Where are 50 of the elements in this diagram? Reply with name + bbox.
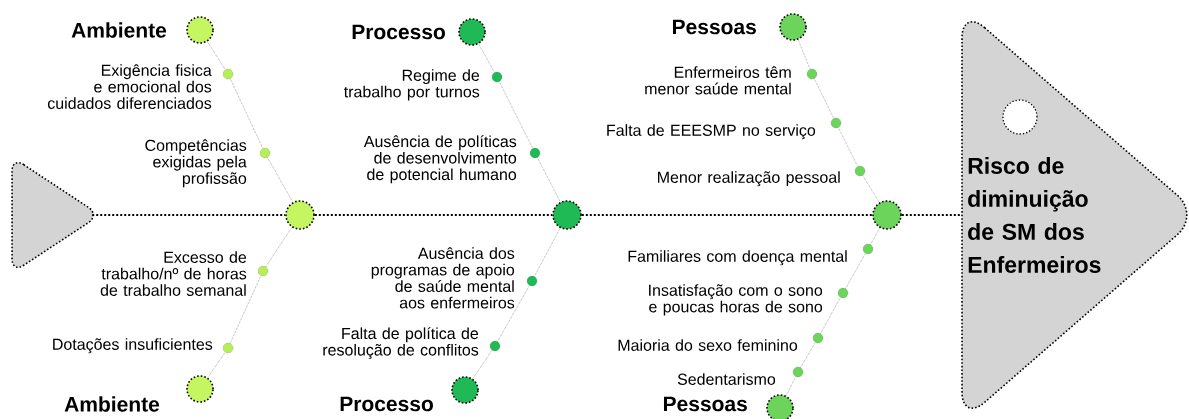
fishbone-line xyxy=(229,275,262,344)
cause-label: Enfermeiros têm menor saúde mental xyxy=(645,66,791,95)
fishbone-line xyxy=(265,227,293,267)
fishbone-line xyxy=(838,127,858,167)
fishbone-line xyxy=(207,352,226,378)
cause-label: Maioria do sexo feminino xyxy=(618,339,798,351)
fishbone-line xyxy=(497,285,530,342)
fishbone-line xyxy=(814,78,834,119)
cause-label: Excesso de trabalho/nº de horas de trabalho semanal xyxy=(100,251,247,296)
fishbone-line xyxy=(845,253,866,289)
junction-circle xyxy=(552,200,582,230)
category-heading: Pessoas xyxy=(664,396,747,412)
cause-label: Competências exigidas pela profissão xyxy=(145,139,247,188)
cause-label: Sedentarismo xyxy=(677,373,776,385)
category-heading: Processo xyxy=(340,396,433,412)
cause-label: Regime de trabalho por turnos xyxy=(343,69,480,101)
fishbone-line xyxy=(537,157,561,203)
cause-label: Exigência fisica e emocional dos cuidados diferenciados xyxy=(47,64,212,109)
fishbone-line xyxy=(91,214,287,216)
cause-label: Menor realização pessoal xyxy=(658,171,840,187)
category-heading: Pessoas xyxy=(673,19,756,35)
cause-label: Familiares com doença mental xyxy=(628,250,847,266)
fishbone-line xyxy=(313,214,554,216)
fishbone-line xyxy=(580,214,874,216)
junction-circle xyxy=(285,200,315,230)
fishbone-line xyxy=(478,43,495,73)
cause-label: Falta de EEESMP no serviço xyxy=(607,124,816,140)
fishbone-line xyxy=(862,175,880,203)
junction-circle xyxy=(872,200,902,230)
cause-label: Ausência dos programas de apoio de saúde mental aos enfermeiros xyxy=(371,247,515,309)
category-heading: Processo xyxy=(352,24,445,40)
category-heading: Ambiente xyxy=(64,396,160,412)
cause-label: Ausência de políticas de desenvolvimento de potencial humano xyxy=(363,135,517,184)
fishbone-line xyxy=(534,227,561,277)
fishbone-line xyxy=(800,342,816,368)
fishbone-line xyxy=(797,39,811,70)
cause-label: Insatisfação com o sono e poucas horas de sono xyxy=(649,284,823,316)
fishbone-line xyxy=(207,41,226,70)
fishbone-line xyxy=(820,297,841,334)
cause-label: Dotações insuficientes xyxy=(53,338,213,354)
fishbone-line xyxy=(499,81,533,149)
fishbone-line xyxy=(900,214,963,216)
fishbone-line xyxy=(472,350,493,379)
fishbone-line xyxy=(229,78,264,149)
head-triangle: Risco de diminuição de SM dos Enfermeiros xyxy=(961,21,1188,409)
cause-label: Falta de política de resolução de conflitos xyxy=(323,327,479,359)
category-heading: Ambiente xyxy=(71,22,167,38)
fishbone-line xyxy=(267,157,294,203)
tail-triangle xyxy=(11,161,94,269)
fishbone-line xyxy=(870,227,881,245)
